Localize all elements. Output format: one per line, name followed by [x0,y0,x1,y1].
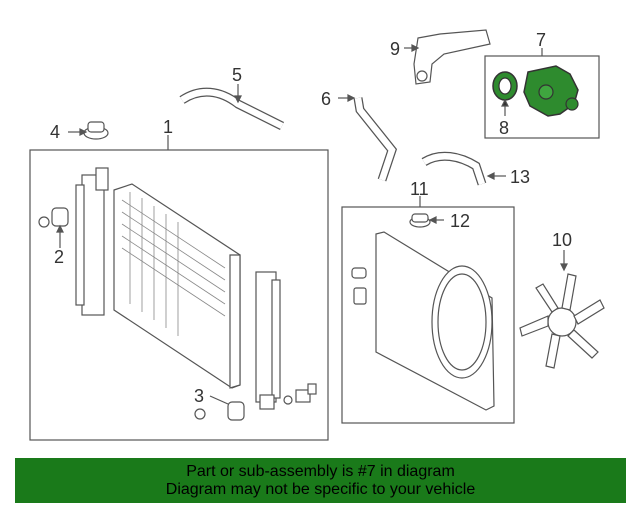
gasket-8 [492,71,518,116]
callout-8: 8 [499,118,509,138]
fan-shroud-box [341,206,515,424]
callout-11: 11 [410,179,429,199]
radiator-core [113,183,241,389]
callout-10: 10 [552,230,572,250]
hose-6 [338,94,398,182]
callout-13: 13 [510,167,530,187]
callout-2: 2 [54,247,64,267]
banner-line-2: Diagram may not be specific to your vehi… [165,480,476,498]
radiator-assembly-box [29,149,329,441]
cooling-fan-10 [519,250,605,369]
radiator-left-tank [75,167,109,316]
callout-9: 9 [390,39,400,59]
lower-hose-13 [421,151,506,186]
radiator-cap-4 [68,121,109,140]
info-banner: Part or sub-assembly is #7 in diagram Di… [15,458,626,503]
parts-diagram: 1 2 3 4 5 6 7 8 9 10 11 12 13 [29,29,605,441]
hose-fittings [283,383,317,405]
callout-7: 7 [536,30,546,50]
callout-12: 12 [450,211,470,231]
drain-plug-3 [194,395,245,421]
callout-6: 6 [321,89,331,109]
callout-4: 4 [50,122,60,142]
callout-3: 3 [194,386,204,406]
banner-line-1: Part or sub-assembly is #7 in diagram [186,462,455,480]
radiator-right-tank [255,271,281,410]
callout-5: 5 [232,65,242,85]
water-outlet-9 [404,29,491,85]
fan-shroud [375,231,495,411]
thermostat-housing-7 [523,65,579,117]
drain-plug-2 [38,207,69,248]
callout-1: 1 [163,117,173,137]
upper-hose-5 [179,84,285,131]
reservoir-cap-12 [409,213,444,228]
clip-parts [351,267,367,305]
